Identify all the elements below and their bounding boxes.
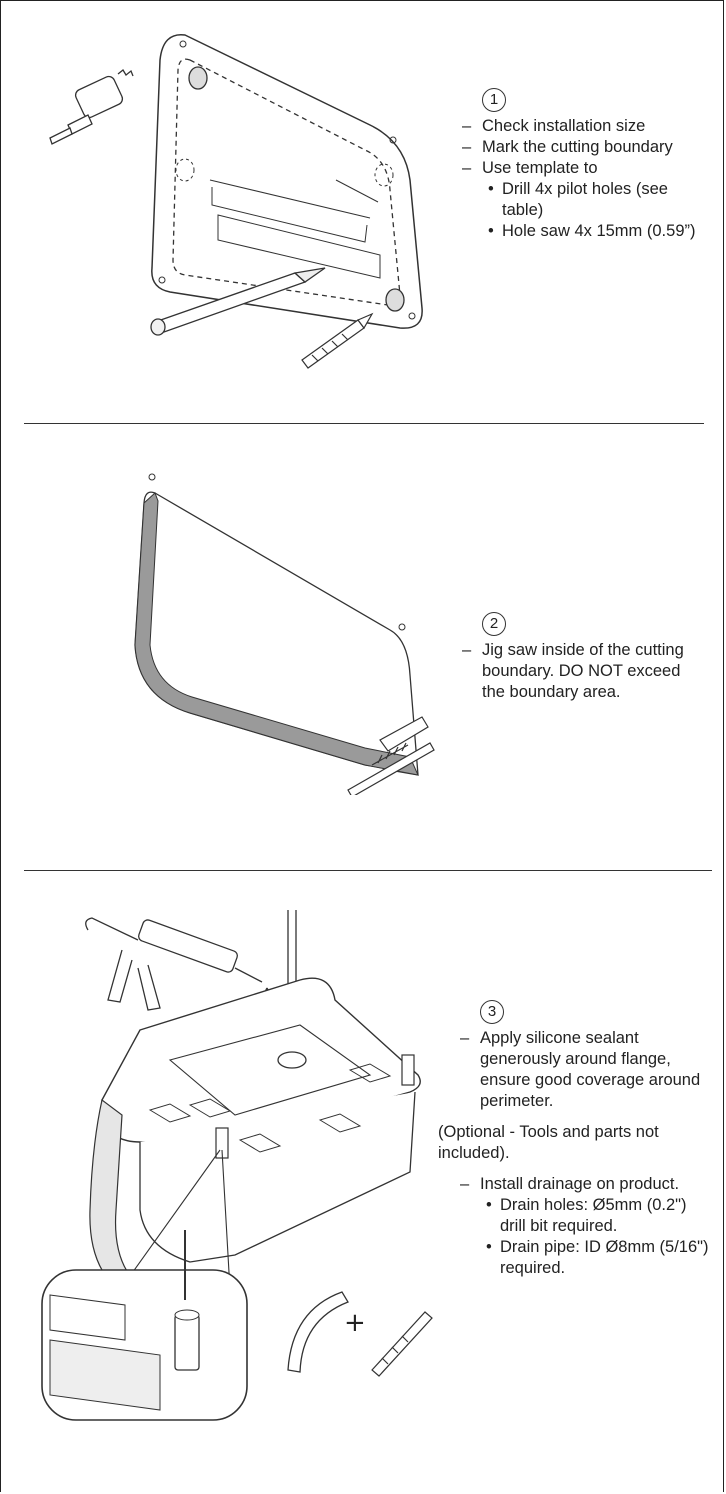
step-1-number: 1	[482, 88, 506, 112]
step-1-text: 1 Check installation size Mark the cutti…	[462, 88, 707, 242]
step-1-item: Check installation size	[462, 116, 707, 137]
step-1-sublist: Drill 4x pilot holes (see table) Hole sa…	[482, 179, 707, 242]
step-1-item: Use template to Drill 4x pilot holes (se…	[462, 158, 707, 242]
drain-pipe-icon	[287, 1291, 349, 1373]
step-3-item-text: Install drainage on product.	[480, 1175, 680, 1193]
step-3-subitem: Drain holes: Ø5mm (0.2") drill bit requi…	[486, 1195, 710, 1237]
drill-bit-icon	[371, 1311, 433, 1377]
step-2-item: Jig saw inside of the cutting boundary. …	[462, 640, 697, 703]
drain-detail-inset	[41, 1230, 248, 1421]
screw-hole	[398, 623, 406, 631]
step-1-item-text: Use template to	[482, 159, 598, 177]
section-divider	[24, 423, 704, 424]
step-3-sublist: Drain holes: Ø5mm (0.2") drill bit requi…	[480, 1195, 710, 1279]
step-3-item: Install drainage on product. Drain holes…	[460, 1174, 710, 1279]
step-1-subitem: Hole saw 4x 15mm (0.59”)	[488, 221, 707, 242]
template-plate	[151, 33, 423, 329]
step-3-text: 3 Apply silicone sealant generously arou…	[438, 1000, 710, 1279]
jig-saw-blade-icon	[347, 716, 435, 795]
step-2-text: 2 Jig saw inside of the cutting boundary…	[462, 612, 697, 703]
step-3-illustration: +	[30, 910, 450, 1425]
caulk-gun-icon	[85, 917, 270, 1011]
step-3-list: Apply silicone sealant generously around…	[460, 1028, 710, 1112]
plus-sign: +	[344, 1308, 366, 1338]
step-3-subitem: Drain pipe: ID Ø8mm (5/16") required.	[486, 1237, 710, 1279]
step-2-number: 2	[482, 612, 506, 636]
step-3-item: Apply silicone sealant generously around…	[460, 1028, 710, 1112]
pencil-icon	[150, 267, 326, 336]
step-2-list: Jig saw inside of the cutting boundary. …	[462, 640, 697, 703]
step-1-list: Check installation size Mark the cutting…	[462, 116, 707, 242]
step-1-item: Mark the cutting boundary	[462, 137, 707, 158]
screw-hole	[148, 473, 156, 481]
step-3-list-2: Install drainage on product. Drain holes…	[460, 1174, 710, 1279]
section-divider	[24, 870, 712, 871]
step-2-illustration	[110, 465, 450, 795]
hole-saw-icon	[49, 69, 134, 145]
step-3-note: (Optional - Tools and parts not included…	[438, 1123, 659, 1162]
drill-bit-icon	[301, 312, 374, 369]
step-1-illustration	[40, 30, 460, 380]
step-1-subitem: Drill 4x pilot holes (see table)	[488, 179, 707, 221]
step-3-number: 3	[480, 1000, 504, 1024]
